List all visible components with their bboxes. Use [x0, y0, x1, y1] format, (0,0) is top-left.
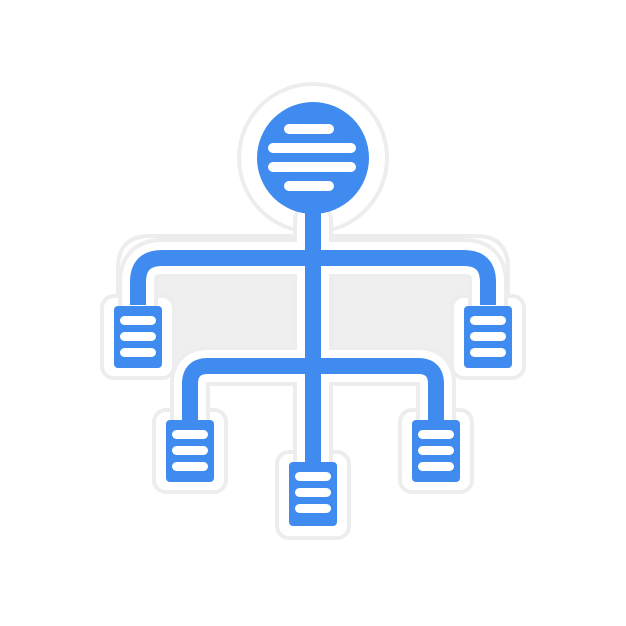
leaf-node-bottom-center [289, 462, 337, 526]
upper-branch-line [130, 250, 496, 305]
connectors [130, 205, 496, 465]
leaf-node-top-right [464, 306, 512, 368]
lower-branch-line [182, 358, 444, 420]
leaf-node-top-left [114, 306, 162, 368]
leaf-node-bottom-left [166, 420, 214, 482]
root-node [257, 102, 369, 214]
leaf-node-bottom-right [412, 420, 460, 482]
